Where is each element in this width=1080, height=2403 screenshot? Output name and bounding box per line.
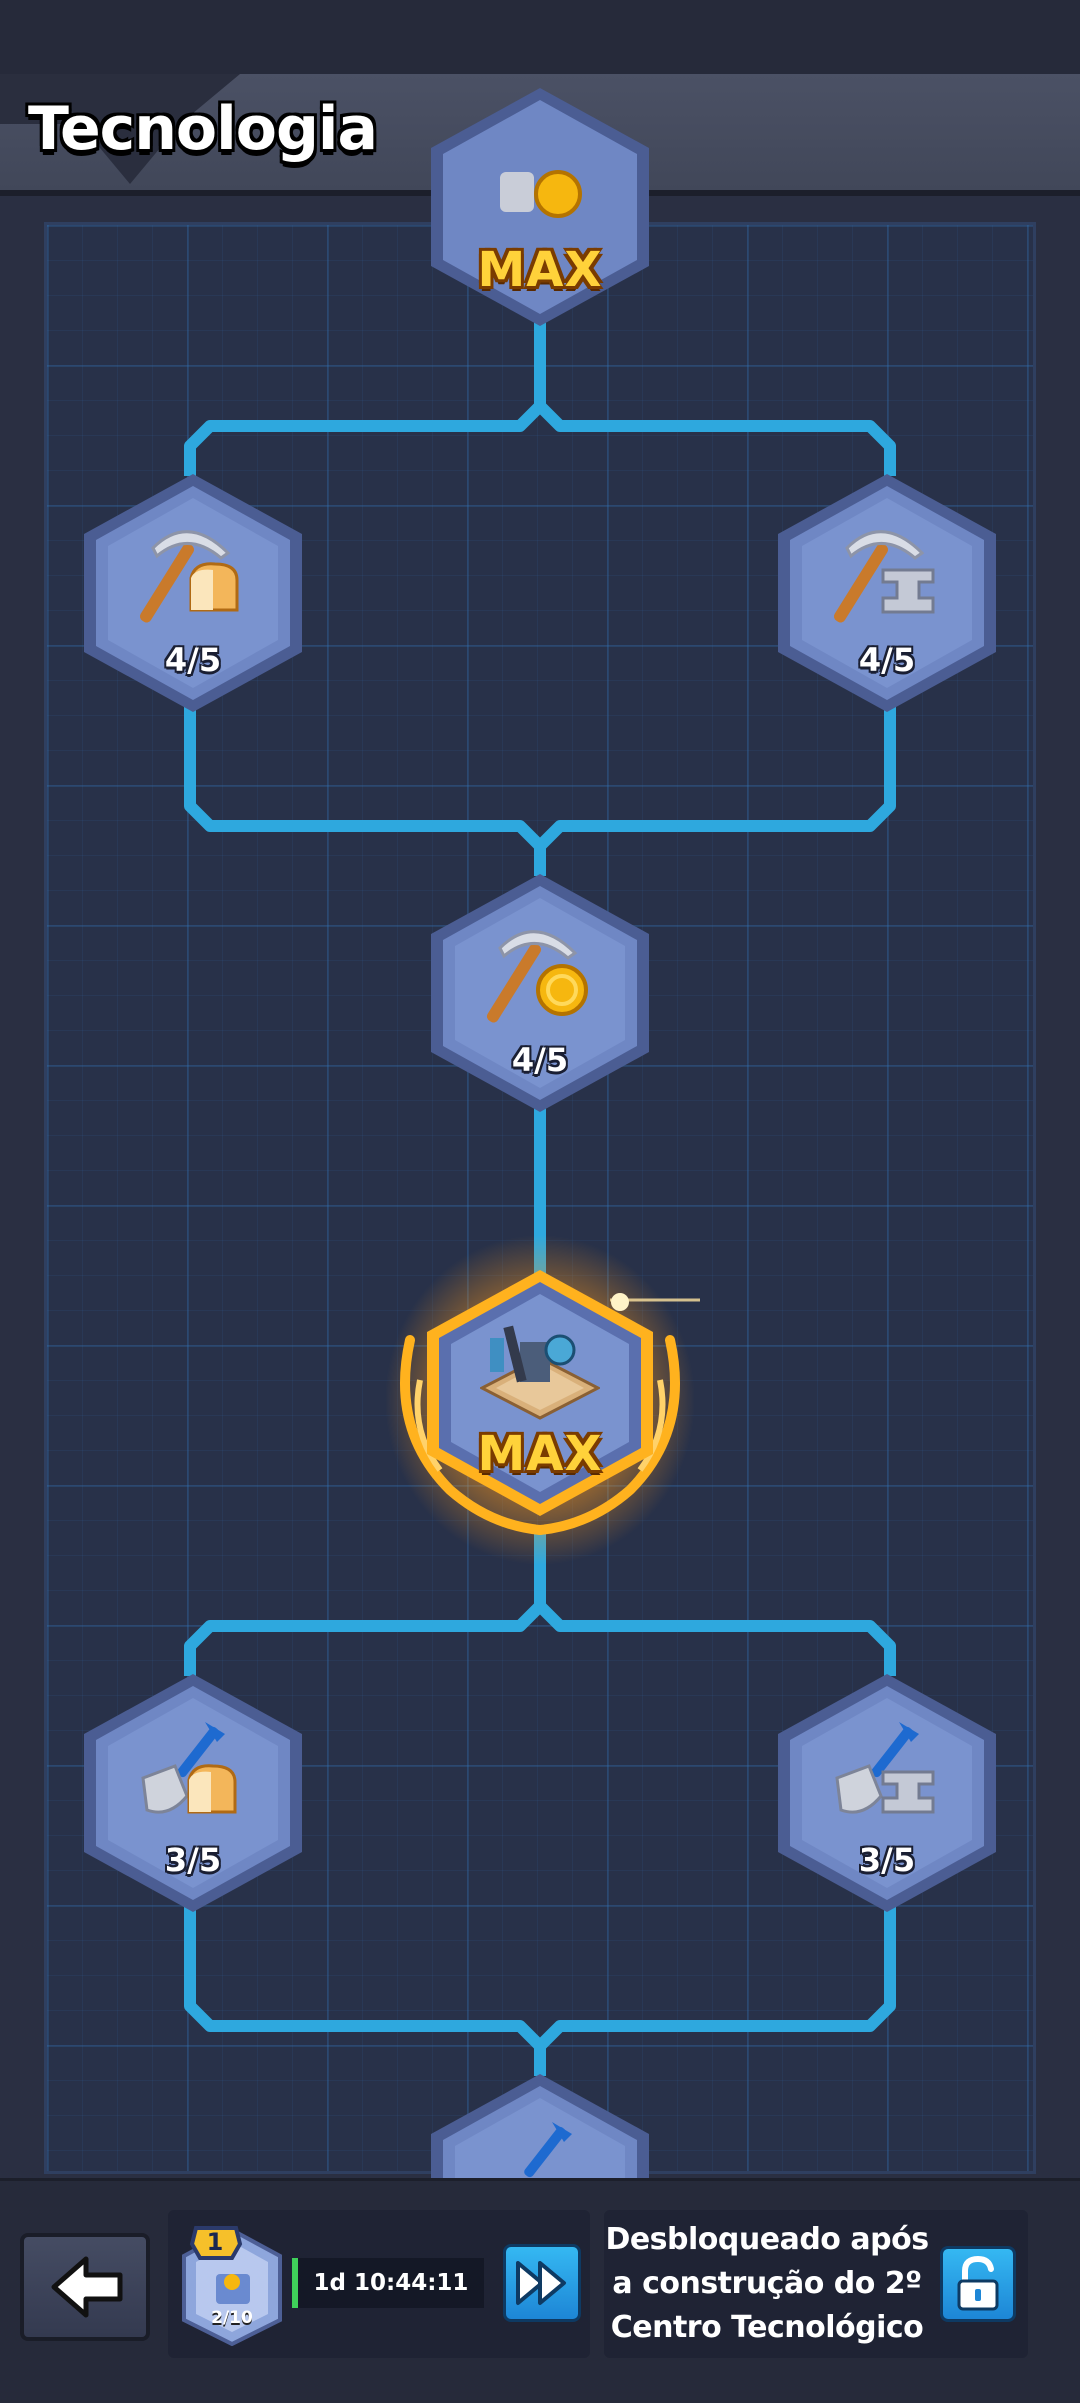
shovel-icon bbox=[524, 2122, 572, 2178]
node-level: 4/5 bbox=[164, 641, 222, 679]
research-level-badge: 1 bbox=[206, 2228, 224, 2256]
tech-node-pickaxe-gold[interactable]: 4/5 bbox=[425, 868, 655, 1118]
node-level: 4/5 bbox=[858, 641, 916, 679]
connector-bottom-right bbox=[535, 1601, 896, 1676]
mine-building-icon bbox=[480, 1325, 600, 1420]
node-level: 3/5 bbox=[164, 1841, 222, 1879]
pickaxe-iron-icon bbox=[833, 530, 935, 623]
unlock-message-line: Centro Tecnológico bbox=[610, 2310, 924, 2345]
back-button[interactable] bbox=[20, 2233, 150, 2341]
node-level: 4/5 bbox=[511, 1041, 569, 1079]
tech-node-shovel-food[interactable]: 3/5 bbox=[78, 1668, 308, 1918]
connector-merge2-left bbox=[184, 1906, 546, 2076]
research-timer: 1d 10:44:11 bbox=[292, 2258, 484, 2308]
page-title: Tecnologia bbox=[28, 94, 378, 164]
header-tab-decoration bbox=[0, 74, 240, 184]
hex-frame bbox=[778, 1674, 996, 1912]
connector-merge2-right bbox=[535, 1906, 896, 2051]
tech-node-pickaxe-food[interactable]: 4/5 bbox=[78, 468, 308, 718]
unlock-message-line: a construção do 2º bbox=[612, 2266, 922, 2301]
connector-merge-right bbox=[535, 706, 896, 851]
fast-forward-icon bbox=[516, 2261, 566, 2305]
tech-node-pickaxe-iron[interactable]: 4/5 bbox=[772, 468, 1002, 718]
status-area bbox=[0, 0, 1080, 74]
arrow-left-icon bbox=[51, 2256, 123, 2318]
research-card-icon[interactable] bbox=[180, 2222, 284, 2346]
unlock-message: Desbloqueado após a construção do 2º Cen… bbox=[604, 2218, 930, 2350]
node-level: 3/5 bbox=[858, 1841, 916, 1879]
shovel-bread-icon bbox=[141, 1722, 237, 1814]
connector-top-right bbox=[535, 401, 896, 476]
unlock-button[interactable] bbox=[940, 2246, 1016, 2322]
tech-node-shovel-iron[interactable]: 3/5 bbox=[772, 1668, 1002, 1918]
node-level-max: MAX bbox=[477, 1426, 603, 1482]
tech-node-top[interactable]: MAX bbox=[425, 82, 655, 332]
connector-top-left bbox=[184, 306, 546, 476]
tech-node-mine-building[interactable]: MAX bbox=[425, 1268, 655, 1518]
node-level-max: MAX bbox=[477, 242, 603, 298]
pickaxe-coin-icon bbox=[486, 930, 588, 1023]
research-card-progress: 2/10 bbox=[211, 2308, 253, 2328]
shovel-iron-icon bbox=[835, 1722, 935, 1814]
unlock-icon bbox=[957, 2255, 999, 2311]
hex-frame bbox=[778, 474, 996, 712]
unlock-message-line: Desbloqueado após bbox=[605, 2222, 929, 2257]
connector-merge-left bbox=[184, 706, 546, 876]
speedup-button[interactable] bbox=[503, 2244, 581, 2322]
pickaxe-bread-icon bbox=[139, 530, 239, 623]
pickaxe-coin-icon bbox=[500, 170, 582, 218]
connector-bottom-left bbox=[184, 1526, 546, 1676]
